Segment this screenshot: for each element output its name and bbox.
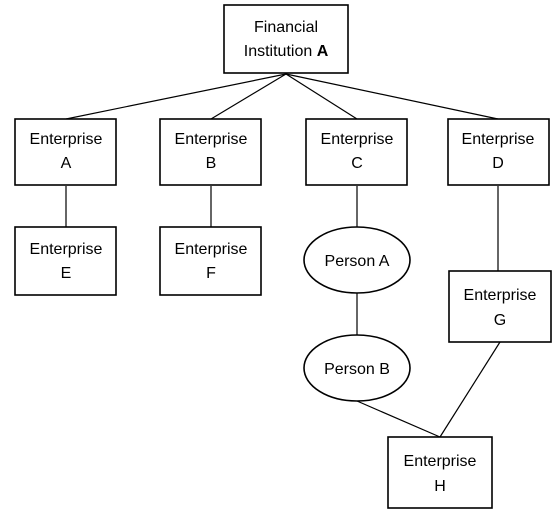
node-box	[387, 436, 493, 509]
node-label-line1: Enterprise	[462, 131, 535, 148]
node-enterprise-g: Enterprise G	[448, 270, 552, 343]
node-enterprise-a: Enterprise A	[14, 118, 117, 186]
node-label-line1: Enterprise	[30, 241, 103, 258]
node-ellipse	[303, 226, 411, 294]
edge-root-enterprise-a	[65, 73, 287, 120]
node-label-line1: Enterprise	[30, 131, 103, 148]
diagram-edges	[65, 73, 501, 438]
node-label-line2: D	[492, 155, 504, 172]
node-label: Person B	[324, 361, 390, 378]
node-label-line1: Enterprise	[175, 131, 248, 148]
node-enterprise-h: Enterprise H	[387, 436, 493, 509]
node-financial-institution-a: Financial Institution A	[223, 4, 349, 74]
node-label-line1: Enterprise	[321, 131, 394, 148]
node-label-line1: Enterprise	[464, 287, 537, 304]
node-box	[159, 226, 262, 296]
node-ellipse	[303, 334, 411, 402]
node-label: Person A	[325, 253, 390, 270]
node-box	[223, 4, 349, 74]
node-label-line1: Enterprise	[175, 241, 248, 258]
node-enterprise-f: Enterprise F	[159, 226, 262, 296]
node-enterprise-b: Enterprise B	[159, 118, 262, 186]
edge-root-enterprise-b	[210, 73, 287, 120]
edge-root-enterprise-c	[285, 73, 358, 120]
node-person-a: Person A	[303, 226, 411, 294]
node-enterprise-d: Enterprise D	[447, 118, 550, 186]
edge-enterprise-g-enterprise-h	[439, 341, 501, 438]
edge-root-enterprise-d	[285, 73, 499, 120]
node-box	[159, 118, 262, 186]
node-enterprise-e: Enterprise E	[14, 226, 117, 296]
node-label-line2: C	[351, 155, 363, 172]
node-box	[14, 226, 117, 296]
node-label-line2: Institution A	[244, 43, 329, 60]
node-label-line2: H	[434, 478, 446, 495]
node-label-line2: F	[206, 265, 216, 282]
node-person-b: Person B	[303, 334, 411, 402]
node-label-line2: A	[61, 155, 72, 172]
node-box	[305, 118, 408, 186]
node-label-line2: E	[61, 265, 72, 282]
node-label-line2: B	[206, 155, 217, 172]
node-enterprise-c: Enterprise C	[305, 118, 408, 186]
node-box	[14, 118, 117, 186]
node-box	[447, 118, 550, 186]
node-box	[448, 270, 552, 343]
node-label-line1: Financial	[254, 19, 318, 36]
node-label-line2: G	[494, 312, 506, 329]
node-label-line1: Enterprise	[404, 453, 477, 470]
edge-person-b-enterprise-h	[356, 400, 441, 438]
